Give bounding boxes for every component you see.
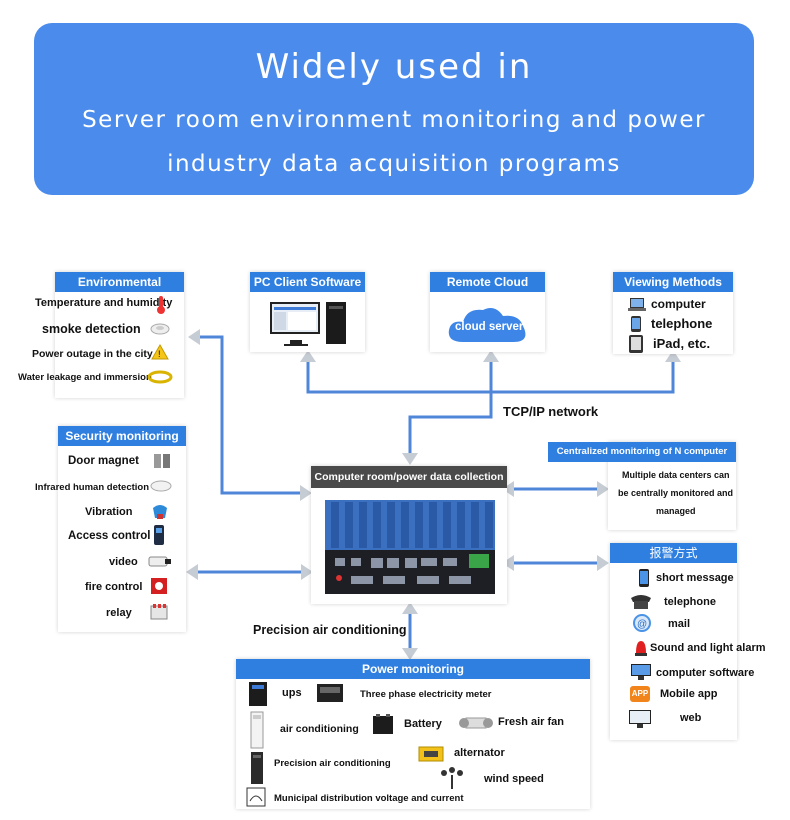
power-item-fan: Fresh air fan xyxy=(498,716,565,728)
alarm-item-web: web xyxy=(680,712,702,724)
centralized-line-3: managed xyxy=(656,506,696,516)
smoke-detector-icon xyxy=(150,323,170,335)
alarm-item-sound-light: Sound and light alarm xyxy=(650,642,766,654)
pc-client-header: PC Client Software xyxy=(250,272,365,292)
alarm-item-computer-software: computer software xyxy=(656,667,755,679)
power-panel: Power monitoring ups Three phase electri… xyxy=(236,659,590,809)
desk-phone-icon xyxy=(631,595,651,609)
mail-icon: @ xyxy=(633,614,651,632)
precision-ac-label: Precision air conditioning xyxy=(253,623,407,637)
power-item-ups: ups xyxy=(282,687,302,699)
industrial-pc-icon xyxy=(325,500,495,594)
env-item-temperature: Temperature and humidity xyxy=(35,297,173,309)
pc-client-panel: PC Client Software xyxy=(250,272,365,352)
siren-icon xyxy=(635,641,647,656)
security-item-vibration: Vibration xyxy=(85,506,133,518)
anemometer-icon xyxy=(441,767,463,789)
viewing-item-computer: computer xyxy=(651,297,706,311)
banner-line-1: Server room environment monitoring and p… xyxy=(82,107,706,133)
viewing-methods-panel: Viewing Methods computer telephone iPad,… xyxy=(613,272,733,354)
security-item-relay: relay xyxy=(106,607,132,619)
web-monitor-icon xyxy=(629,710,651,728)
warning-icon: ! xyxy=(151,344,169,360)
data-collector-panel: Computer room/power data collection xyxy=(311,466,507,604)
alarm-item-telephone: telephone xyxy=(664,596,716,608)
relay-icon xyxy=(150,604,168,620)
centralized-panel: Centralized monitoring of N computer roo… xyxy=(548,442,736,530)
phone-icon xyxy=(631,316,641,332)
top-banner: Widely used in Server room environment m… xyxy=(34,23,754,195)
ups-icon xyxy=(249,682,267,706)
cloud-server-header: Remote Cloud Server xyxy=(430,272,545,309)
alternator-icon xyxy=(418,746,444,762)
meter-icon xyxy=(317,684,343,702)
data-collector-header: Computer room/power data collection xyxy=(311,466,507,488)
precision-ac-icon xyxy=(251,752,263,784)
svg-text:!: ! xyxy=(158,349,161,359)
security-item-video: video xyxy=(109,556,138,568)
camera-icon xyxy=(148,556,171,567)
alarm-header: 报警方式 xyxy=(610,543,737,563)
centralized-header: Centralized monitoring of N computer roo… xyxy=(548,442,736,477)
viewing-methods-header: Viewing Methods xyxy=(613,272,733,292)
fire-alarm-icon xyxy=(151,578,167,594)
laptop-icon xyxy=(628,298,646,311)
app-icon: APP xyxy=(630,686,650,702)
banner-line-2: industry data acquisition programs xyxy=(167,151,621,177)
viewing-item-ipad: iPad, etc. xyxy=(653,336,711,351)
desktop-computer-icon xyxy=(270,302,346,346)
network-label: TCP/IP network xyxy=(503,404,599,419)
cloud-label: cloud server xyxy=(455,321,524,333)
power-item-wind-speed: wind speed xyxy=(484,773,544,785)
alarm-panel: 报警方式 short message telephone @ mail Soun… xyxy=(610,543,766,740)
alarm-item-mail: mail xyxy=(668,618,691,630)
env-item-smoke: smoke detection xyxy=(42,322,141,336)
leak-cable-icon xyxy=(147,370,173,384)
security-item-door-magnet: Door magnet xyxy=(68,455,139,467)
security-item-access-control: Access control xyxy=(68,530,151,542)
power-item-municipal: Municipal distribution voltage and curre… xyxy=(274,793,464,804)
access-control-icon xyxy=(154,525,164,545)
security-item-infrared: Infrared human detection xyxy=(35,482,150,493)
svg-text:@: @ xyxy=(637,619,647,630)
power-item-precision-ac: Precision air conditioning xyxy=(274,758,391,769)
voltmeter-icon xyxy=(246,787,266,807)
security-panel: Security monitoring Door magnet Infrared… xyxy=(35,426,186,632)
thermometer-icon xyxy=(157,296,165,314)
battery-icon xyxy=(373,714,393,734)
viewing-item-telephone: telephone xyxy=(651,316,713,331)
monitor-icon xyxy=(631,664,651,680)
power-item-ac: air conditioning xyxy=(280,723,359,735)
tablet-icon xyxy=(629,335,643,353)
vibration-sensor-icon xyxy=(153,505,167,519)
alarm-item-sms: short message xyxy=(656,572,734,584)
cloud-icon xyxy=(448,308,526,342)
env-item-power-outage: Power outage in the city xyxy=(32,348,153,360)
banner-title: Widely used in xyxy=(255,47,533,87)
door-magnet-icon xyxy=(154,454,170,468)
environmental-header: Environmental parameters xyxy=(55,272,184,309)
alarm-item-mobile-app: Mobile app xyxy=(660,688,718,700)
security-item-fire-control: fire control xyxy=(85,581,143,593)
power-item-alternator: alternator xyxy=(454,747,505,759)
fresh-air-fan-icon xyxy=(459,717,493,729)
air-conditioner-icon xyxy=(250,711,264,749)
environmental-panel: Environmental parameters Temperature and… xyxy=(18,272,184,398)
power-item-battery: Battery xyxy=(404,718,442,730)
power-header: Power monitoring xyxy=(236,659,590,679)
env-item-water-leak: Water leakage and immersion xyxy=(18,372,152,383)
cloud-server-panel: Remote Cloud Server cloud server xyxy=(430,272,545,352)
sms-phone-icon xyxy=(639,569,649,587)
security-header: Security monitoring xyxy=(58,426,186,446)
centralized-line-2: be centrally monitored and xyxy=(618,488,734,498)
power-item-meter: Three phase electricity meter xyxy=(360,689,492,700)
centralized-line-1: Multiple data centers can xyxy=(622,470,730,480)
infrared-sensor-icon xyxy=(150,480,172,492)
